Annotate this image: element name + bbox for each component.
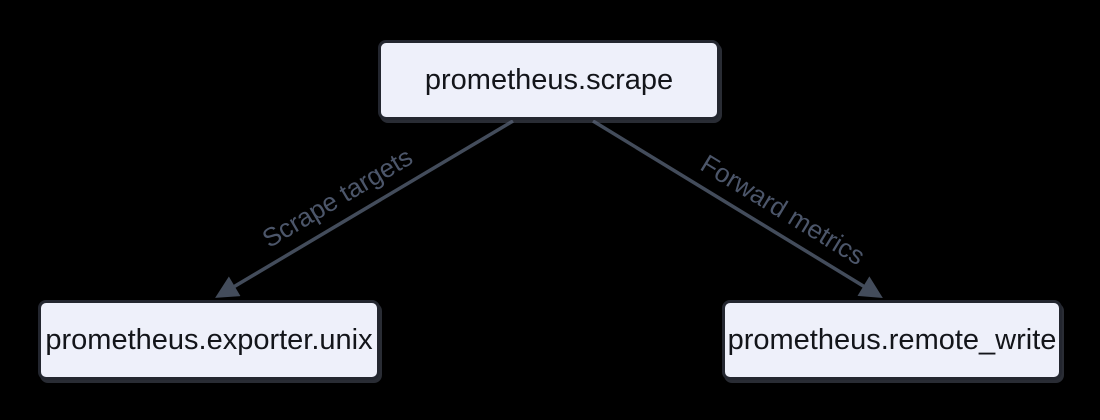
edge-scrape-to-remote-write: Forward metrics <box>592 119 883 298</box>
node-label-prometheus-exporter-unix: prometheus.exporter.unix <box>45 323 373 356</box>
node-prometheus-exporter-unix: prometheus.exporter.unix <box>38 300 380 380</box>
node-label-prometheus-scrape: prometheus.scrape <box>424 63 674 96</box>
edge-line-scrape-targets <box>215 119 514 298</box>
edge-line-forward-metrics <box>592 119 883 298</box>
edge-label-forward-metrics: Forward metrics <box>696 148 871 271</box>
edge-scrape-to-exporter: Scrape targets <box>215 119 514 298</box>
node-prometheus-remote-write: prometheus.remote_write <box>722 300 1062 380</box>
edge-label-scrape-targets: Scrape targets <box>257 141 418 253</box>
node-label-prometheus-remote-write: prometheus.remote_write <box>727 323 1057 356</box>
node-prometheus-scrape: prometheus.scrape <box>378 40 720 120</box>
